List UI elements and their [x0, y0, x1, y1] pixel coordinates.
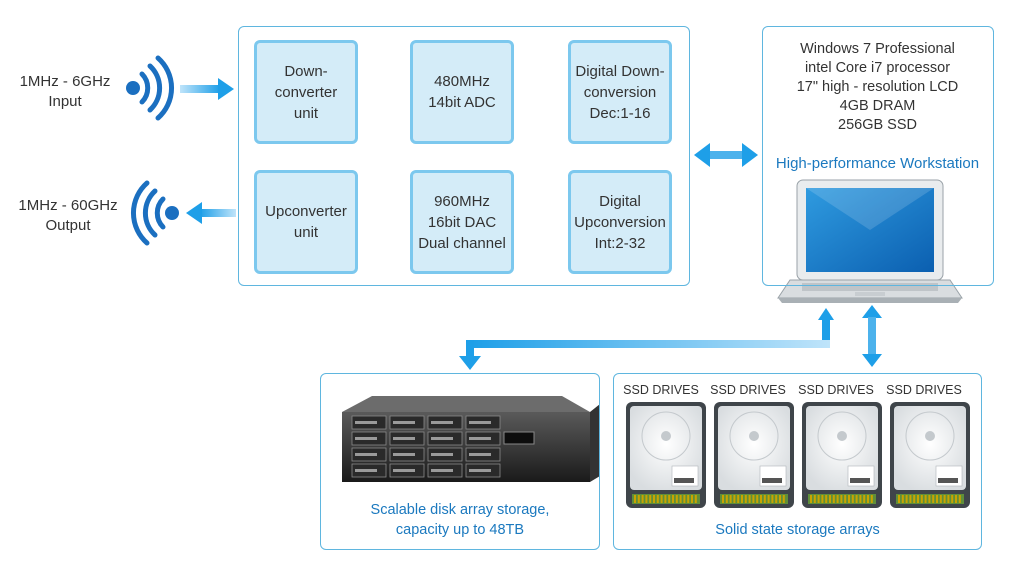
ssd-drive-icon — [626, 402, 706, 508]
disk-array-rack-icon — [342, 396, 600, 482]
ssd-label-4: SSD DRIVES — [886, 383, 962, 397]
spec-ssd: 256GB SSD — [838, 117, 917, 133]
ssd-drive-icon — [890, 402, 970, 508]
block-ddc-label: Digital Down- conversion Dec:1-16 — [575, 62, 665, 122]
rack-bay — [465, 463, 501, 478]
input-antenna-icon — [126, 55, 174, 121]
rack-bay — [427, 463, 463, 478]
output-antenna-icon — [131, 180, 179, 246]
rack-bay — [351, 431, 387, 446]
ssd-label-1: SSD DRIVES — [623, 383, 699, 397]
rack-bay — [351, 463, 387, 478]
workstation-title: High-performance Workstation — [775, 155, 980, 172]
block-downconverter-label: Down- converter unit — [274, 62, 338, 122]
block-duc: Digital Upconversion Int:2-32 — [568, 170, 672, 274]
rack-bay — [351, 447, 387, 462]
rack-bay — [389, 447, 425, 462]
ssd-panel — [613, 373, 982, 550]
arrow-input — [180, 78, 234, 100]
ssd-drive-icon — [802, 402, 882, 508]
spec-display: 17" high - resolution LCD — [796, 79, 959, 95]
rack-bay — [351, 415, 387, 430]
ssd-drive-group — [626, 402, 970, 508]
block-downconverter: Down- converter unit — [254, 40, 358, 144]
arrow-workstation-to-ssd — [862, 305, 882, 367]
spec-cpu: intel Core i7 processor — [804, 60, 951, 76]
rack-bay — [389, 431, 425, 446]
block-upconverter: Upconverter unit — [254, 170, 358, 274]
arrow-output — [186, 202, 236, 224]
block-duc-label: Digital Upconversion Int:2-32 — [574, 192, 666, 252]
output-label: 1MHz - 60GHz Output — [18, 197, 118, 234]
input-label: 1MHz - 6GHz Input — [19, 73, 111, 110]
disk-array-panel — [320, 373, 600, 550]
ssd-label-2: SSD DRIVES — [710, 383, 786, 397]
disk-array-caption: Scalable disk array storage, capacity up… — [370, 502, 550, 538]
block-upconverter-label: Upconverter unit — [265, 203, 347, 241]
workstation-specs: Windows 7 Professional intel Core i7 pro… — [765, 40, 990, 135]
rack-bay — [427, 447, 463, 462]
ssd-label-3: SSD DRIVES — [798, 383, 874, 397]
block-dac-label: 960MHz 16bit DAC Dual channel — [418, 192, 506, 252]
arrow-workstation-to-disk-array — [459, 308, 834, 370]
rack-bay — [465, 415, 501, 430]
laptop-icon — [777, 179, 963, 303]
rack-bay — [465, 447, 501, 462]
rack-bay — [465, 431, 501, 446]
rack-bay — [389, 415, 425, 430]
block-dac: 960MHz 16bit DAC Dual channel — [410, 170, 514, 274]
arrow-panel-workstation — [694, 143, 758, 167]
block-adc: 480MHz 14bit ADC — [410, 40, 514, 144]
ssd-caption: Solid state storage arrays — [715, 522, 880, 538]
block-adc-label: 480MHz 14bit ADC — [428, 73, 496, 111]
rack-bay — [389, 463, 425, 478]
block-ddc: Digital Down- conversion Dec:1-16 — [568, 40, 672, 144]
rack-bay — [427, 415, 463, 430]
ssd-drive-icon — [714, 402, 794, 508]
spec-os: Windows 7 Professional — [800, 41, 955, 57]
rack-bay — [427, 431, 463, 446]
workstation-panel — [762, 26, 994, 286]
spec-ram: 4GB DRAM — [839, 98, 916, 114]
